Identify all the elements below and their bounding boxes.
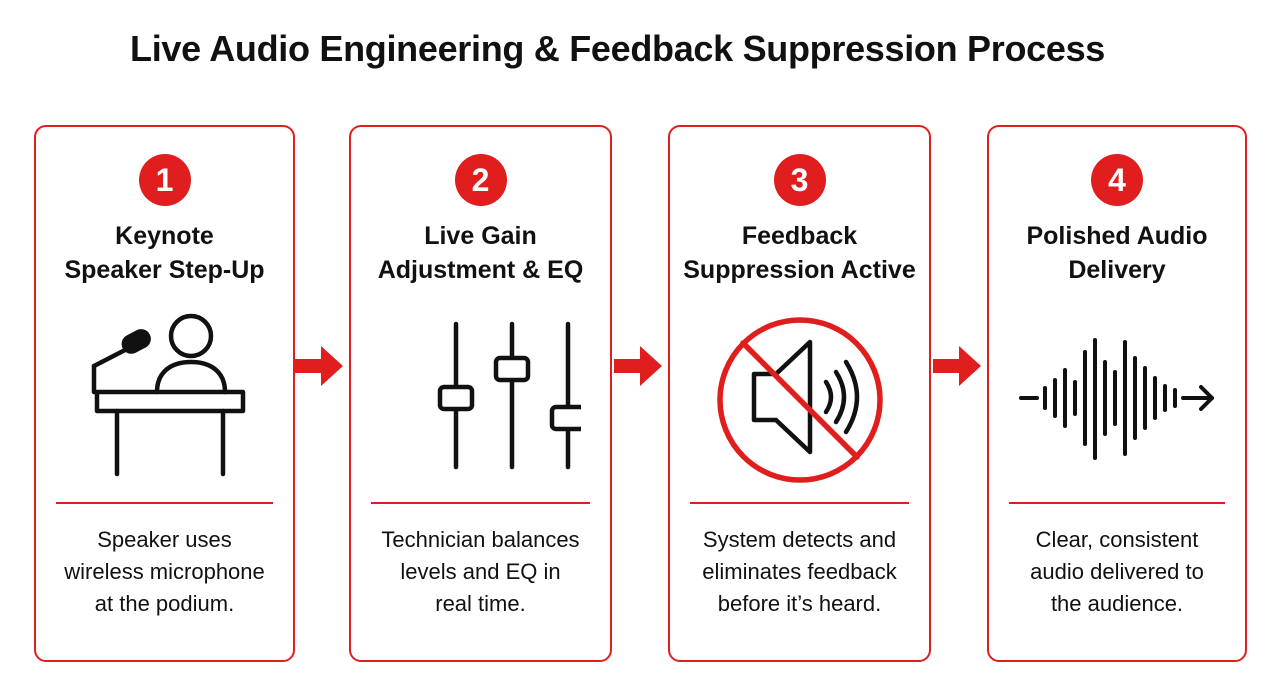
step-description: Speaker uses wireless microphone at the … xyxy=(36,524,293,620)
step-description: Clear, consistent audio delivered to the… xyxy=(989,524,1245,620)
step-description-line: at the podium. xyxy=(94,591,235,616)
arrow-right-icon xyxy=(933,344,983,388)
arrow-right-icon xyxy=(295,344,345,388)
step-card-1: 1 Keynote Speaker Step-Up Spe xyxy=(34,125,295,662)
step-description-line: wireless microphone xyxy=(64,559,265,584)
step-title-line: Speaker Step-Up xyxy=(64,256,265,284)
step-card-2: 2 Live Gain Adjustment & EQ Technician b… xyxy=(349,125,612,662)
step-number-badge: 3 xyxy=(773,154,826,206)
step-title-line: Feedback xyxy=(741,222,858,250)
step-number-badge: 1 xyxy=(138,154,191,206)
step-description-line: System detects and xyxy=(702,527,897,552)
step-divider xyxy=(371,502,590,504)
title-area: Live Audio Engineering & Feedback Suppre… xyxy=(0,0,1280,100)
step-description-line: levels and EQ in xyxy=(400,559,561,584)
step-description: Technician balances levels and EQ in rea… xyxy=(351,524,610,620)
step-title: Keynote Speaker Step-Up xyxy=(36,219,293,287)
step-title: Feedback Suppression Active xyxy=(670,219,929,287)
step-title: Polished Audio Delivery xyxy=(989,219,1245,287)
step-divider xyxy=(56,502,273,504)
step-divider xyxy=(1009,502,1225,504)
step-description-line: before it’s heard. xyxy=(717,591,882,616)
mixer-sliders-icon xyxy=(351,312,610,487)
step-description-line: eliminates feedback xyxy=(702,559,897,584)
speaker-podium-icon xyxy=(36,312,293,487)
step-title-line: Adjustment & EQ xyxy=(377,256,584,284)
step-divider xyxy=(690,502,909,504)
no-feedback-icon xyxy=(670,312,929,487)
step-title-line: Keynote xyxy=(115,222,214,250)
step-title-line: Polished Audio xyxy=(1026,222,1208,250)
step-number-badge: 2 xyxy=(454,154,507,206)
step-description-line: Technician balances xyxy=(381,527,580,552)
sound-wave-icon xyxy=(989,312,1245,487)
arrow-right-icon xyxy=(614,344,664,388)
step-description-line: real time. xyxy=(435,591,526,616)
diagram-title: Live Audio Engineering & Feedback Suppre… xyxy=(130,28,1106,69)
step-description-line: audio delivered to xyxy=(1030,559,1204,584)
step-title-line: Suppression Active xyxy=(683,256,916,284)
step-description-line: Clear, consistent xyxy=(1035,527,1199,552)
step-card-4: 4 Polished Audio Delivery xyxy=(987,125,1247,662)
step-description: System detects and eliminates feedback b… xyxy=(670,524,929,620)
step-number-badge: 4 xyxy=(1091,154,1143,206)
step-title-line: Delivery xyxy=(1068,256,1166,284)
step-description-line: Speaker uses xyxy=(97,527,232,552)
step-card-3: 3 Feedback Suppression Active System det… xyxy=(668,125,931,662)
step-description-line: the audience. xyxy=(1050,591,1184,616)
step-title: Live Gain Adjustment & EQ xyxy=(351,219,610,287)
step-title-line: Live Gain xyxy=(424,222,537,250)
